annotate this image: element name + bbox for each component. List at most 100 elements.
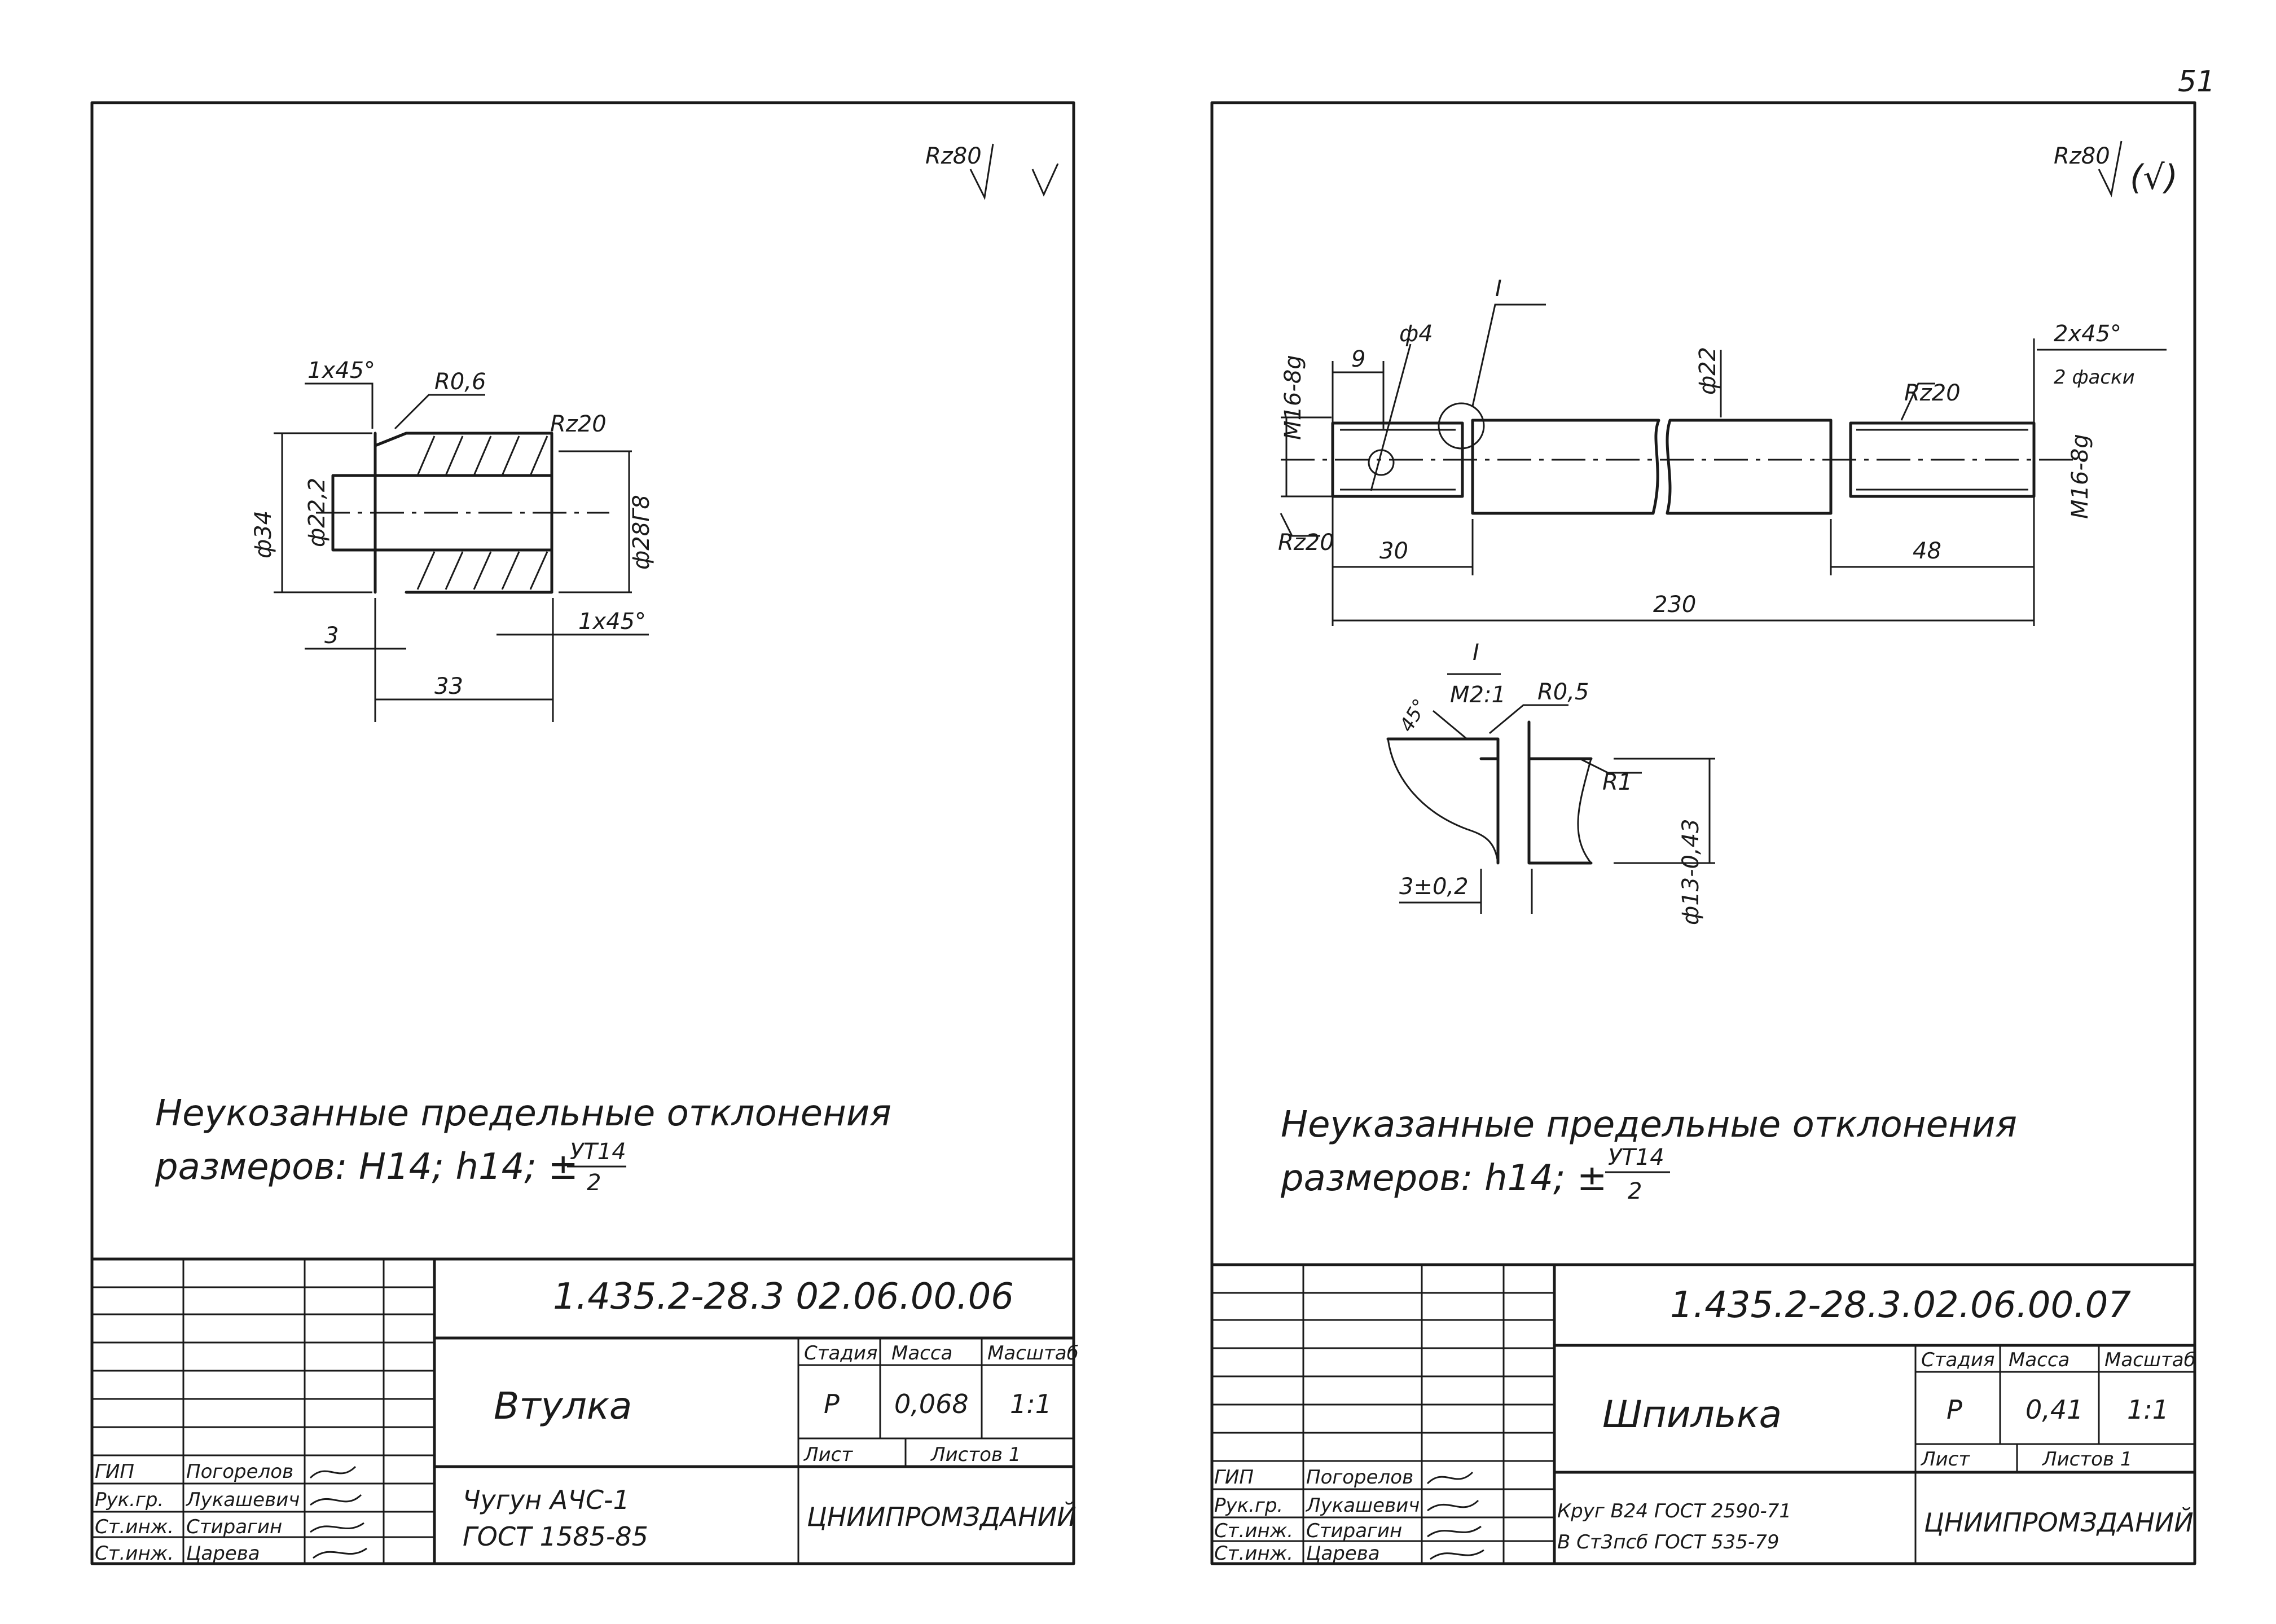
right-part-drawing: М16-8g М16-8g 9 ф4 I ф22 2x45° 2 фаски R… — [1278, 276, 2167, 626]
dim-hole-dist — [1332, 361, 1385, 626]
right-name-4: Царева — [1306, 1542, 1380, 1565]
stud-left-thread-inner — [1340, 429, 1456, 491]
left-roughness-label: Rz80 — [925, 143, 982, 169]
dim-bore-diameter — [559, 450, 632, 593]
right-frame — [1210, 101, 2196, 1565]
bushing-bore-lines — [374, 474, 553, 552]
right-note-line1: Неуказанные предельные отклонения — [1281, 1104, 2017, 1146]
left-roughness-symbol — [969, 143, 1059, 200]
left-signatures — [309, 1465, 367, 1559]
right-sheet-label: Лист — [1920, 1448, 1970, 1471]
right-title-block: 1.435.2-28.3.02.06.00.07 Шпилька Круг В2… — [1210, 1263, 2196, 1565]
dim-thread-roughness-label: Rz20 — [1904, 380, 1961, 406]
left-tb-frame — [90, 1257, 1075, 1565]
stud-right-thread — [1829, 419, 2036, 515]
dim-roughness-bore: Rz20 — [550, 411, 607, 437]
left-title-block: 1.435.2-28.3 02.06.00.06 Втулка Чугун АЧ… — [90, 1257, 1079, 1565]
dim-chamfer-top: 1x45° — [307, 358, 375, 384]
right-part-name: Шпилька — [1602, 1393, 1782, 1436]
right-note-frac-num: УТ14 — [1608, 1145, 1664, 1170]
detail-mark: I — [1473, 640, 1479, 666]
left-name-3: Стирагин — [186, 1516, 282, 1538]
detail-callout-leader — [1471, 303, 1546, 407]
bushing-hatch-bottom — [416, 551, 548, 590]
dim-thread-len-left — [1333, 519, 1474, 575]
right-roughness-label: Rz80 — [2054, 143, 2110, 169]
detail-r1: R0,5 — [1537, 679, 1589, 705]
left-sheet: Rz80 — [90, 101, 1079, 1565]
dim-chamfer-radius — [305, 382, 485, 430]
left-role-1: ГИП — [95, 1460, 134, 1483]
left-scale: 1:1 — [1010, 1389, 1052, 1419]
right-sheets-label: Листов 1 — [2041, 1448, 2132, 1471]
detail-r2: R1 — [1602, 769, 1632, 795]
dim-thread-left-label: М16-8g — [1280, 355, 1306, 440]
dim-thread-len-right — [1830, 519, 2034, 575]
left-name-4: Царева — [186, 1542, 260, 1565]
left-part-drawing: 1x45° R0,6 Rz20 ф34 ф22,2 ф28Г8 3 1x45° … — [251, 358, 654, 722]
left-name-2: Лукашевич — [185, 1489, 300, 1511]
right-role-1: ГИП — [1214, 1466, 1254, 1489]
detail-dim-lines — [1399, 704, 1715, 914]
right-note-frac-den: 2 — [1628, 1178, 1642, 1204]
right-roughness-check: (√) — [2130, 158, 2178, 197]
dim-bore-diameter-label: ф28Г8 — [629, 495, 654, 570]
right-mass: 0,41 — [2025, 1394, 2083, 1425]
dim-thread-roughness — [1900, 382, 1935, 421]
right-name-1: Погорелов — [1306, 1466, 1413, 1489]
right-role-2: Рук.гр. — [1214, 1494, 1283, 1517]
stud-body-left — [1471, 419, 1660, 515]
dim-radius: R0,6 — [434, 369, 486, 395]
dim-chamfer-note: 2 фаски — [2054, 366, 2135, 389]
dim-outer-diameter — [274, 432, 372, 593]
dim-left-roughness-label: Rz20 — [1278, 530, 1334, 556]
dim-thread-len-right-label: 48 — [1913, 538, 1941, 564]
right-role-4: Ст.инж. — [1214, 1542, 1293, 1565]
dim-chamfer-label: 2x45° — [2054, 321, 2121, 347]
left-note-frac-num: УТ14 — [570, 1139, 626, 1165]
detail-profile — [1386, 720, 1593, 865]
right-tb-grid — [1914, 1345, 2195, 1564]
left-note-line2: размеров: Н14; h14; ± — [155, 1146, 578, 1188]
dim-left-roughness — [1280, 513, 1320, 537]
dim-chamfer-bottom: 1x45° — [578, 609, 646, 635]
section-mark: I — [1495, 276, 1502, 302]
left-role-3: Ст.инж. — [95, 1516, 174, 1538]
right-scale-header: Масштаб — [2104, 1349, 2196, 1371]
right-roughness-symbol — [2098, 140, 2123, 197]
right-material-2: В Ст3псб ГОСТ 535-79 — [1557, 1531, 1779, 1553]
detail-width: 3±0,2 — [1399, 874, 1469, 900]
right-name-3: Стирагин — [1306, 1520, 1402, 1542]
dim-length-label: 33 — [434, 674, 463, 699]
dim-thread-right-label: М16-8g — [2067, 434, 2093, 519]
dim-chamfer-line — [2033, 338, 2167, 626]
right-signatures — [1426, 1471, 1484, 1560]
bushing-outline — [374, 432, 553, 594]
dim-hole-diameter-leader — [1370, 344, 1412, 491]
dim-steps — [305, 633, 649, 650]
detail-diameter: ф13-0,43 — [1678, 818, 1704, 925]
left-material-2: ГОСТ 1585-85 — [463, 1521, 648, 1552]
left-mass-header: Масса — [891, 1342, 952, 1365]
left-designation: 1.435.2-28.3 02.06.00.06 — [553, 1276, 1014, 1318]
stud-right-thread-inner — [1856, 429, 2028, 491]
right-note-line2: размеров: h14; ± — [1280, 1158, 1607, 1199]
right-stage-header: Стадия — [1921, 1349, 1994, 1371]
detail-scale: М2:1 — [1450, 682, 1506, 708]
page-number: 51 — [2178, 65, 2215, 99]
right-name-2: Лукашевич — [1305, 1494, 1420, 1517]
left-tb-grid — [797, 1338, 1074, 1564]
left-note-line1: Неукозанные предельные отклонения — [155, 1093, 891, 1134]
left-name-1: Погорелов — [186, 1460, 293, 1483]
dim-inner-diameter-label: ф22,2 — [304, 478, 330, 547]
left-tb-rows — [92, 1286, 434, 1538]
left-tb-columns — [182, 1259, 385, 1564]
left-org: ЦНИИПРОМЗДАНИЙ — [807, 1502, 1077, 1532]
stud-body-right — [1666, 419, 1833, 515]
left-stage-header: Стадия — [804, 1342, 877, 1365]
dim-total-length-label: 230 — [1653, 592, 1696, 618]
right-tb-rows — [1212, 1292, 1554, 1542]
detail-callout-circle — [1438, 402, 1485, 450]
left-note-frac-den: 2 — [587, 1170, 601, 1196]
